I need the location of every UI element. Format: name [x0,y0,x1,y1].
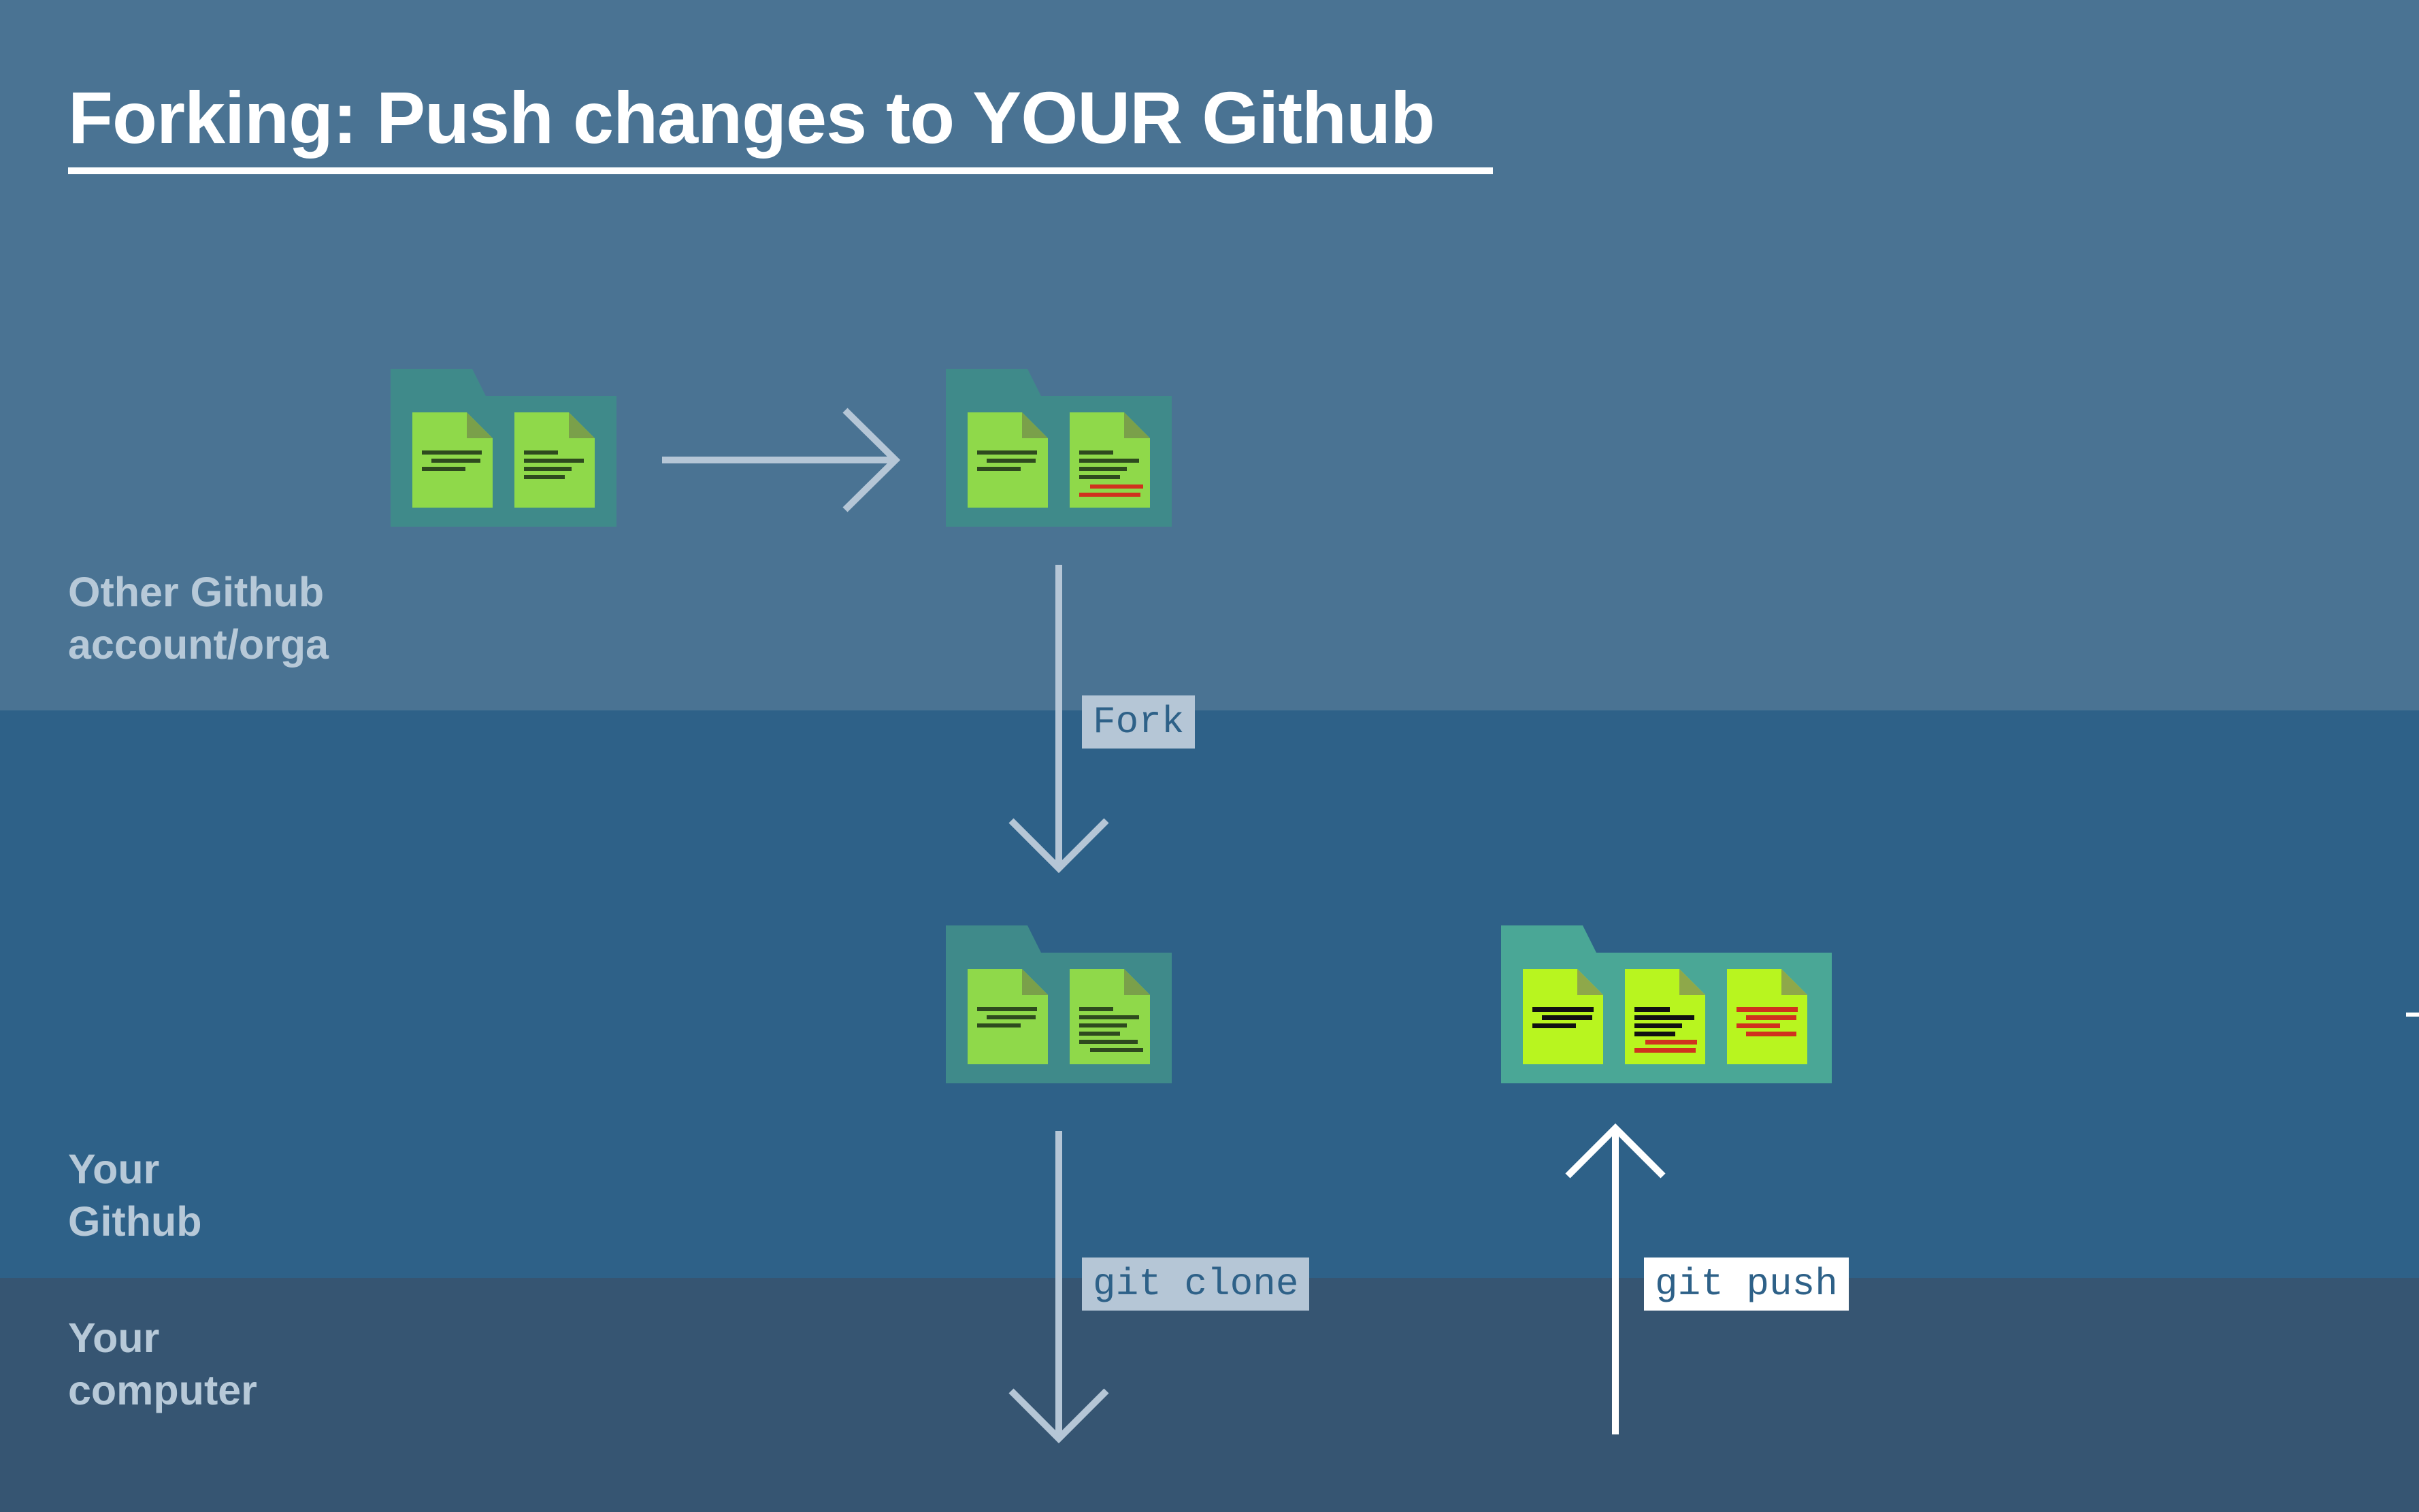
edge-mark [2406,1013,2419,1017]
your-github-label-line2: Github [68,1198,202,1245]
your-computer-region [0,1278,2419,1512]
your-github-region [0,710,2419,1278]
title-underline [68,167,1493,174]
other-github-label-line1: Other Github [68,569,325,615]
your-github-label: Your Github [68,1143,544,1248]
other-github-label-line2: account/orga [68,621,329,668]
git-push-command-label: git push [1644,1258,1849,1311]
update-arrow-icon [662,408,901,512]
git-clone-command-label: git clone [1082,1258,1310,1311]
your-computer-label-line1: Your [68,1315,160,1361]
other-github-region [0,0,2419,710]
upstream-repo-folder-icon [946,369,1172,527]
fork-arrow-icon [1008,565,1109,874]
push-arrow-icon [1565,1123,1666,1434]
page-title: Forking: Push changes to YOUR Github [68,76,1435,159]
your-computer-label: Your computer [68,1312,544,1417]
original-repo-folder-icon [391,369,616,527]
your-github-label-line1: Your [68,1146,160,1192]
your-computer-label-line2: computer [68,1367,257,1413]
forked-repo-folder-icon [946,925,1172,1083]
clone-arrow-icon [1008,1131,1109,1444]
fork-command-label: Fork [1082,695,1196,749]
other-github-label: Other Github account/orga [68,566,544,671]
pushed-repo-folder-icon [1501,925,1832,1083]
